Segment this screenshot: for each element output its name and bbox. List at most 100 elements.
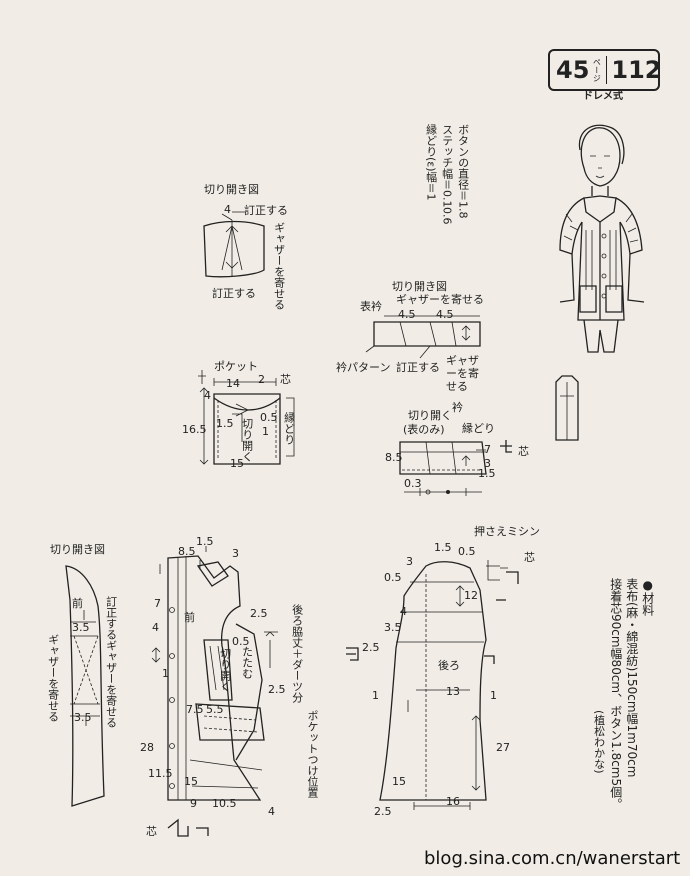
front-piece-diagram (152, 546, 278, 836)
label-back-n05: 0.5 (458, 545, 476, 558)
collar-open-diagram (366, 316, 480, 358)
label-front-n4: 4 (152, 621, 159, 634)
label-gather: ギャザーを寄せる (272, 222, 286, 310)
page-suffix: ページ (592, 58, 602, 82)
label-collar-binding: 縁どり (462, 422, 495, 435)
label-back-n12: 12 (464, 589, 478, 602)
label-pocket-n15b: 15 (230, 457, 244, 470)
label-pocket-fabric: 芯 (280, 373, 291, 386)
label-collar-n3: 3 (484, 457, 491, 470)
label-front-n115: 11.5 (148, 767, 173, 780)
materials-line1: 表布(麻・綿混紡)150cm幅1m70cm (624, 578, 639, 778)
label-front-n85: 8.5 (178, 545, 196, 558)
label-collar-n7: 7 (484, 443, 491, 456)
label-front-open-gather2: ギャザーを寄せる (46, 634, 60, 722)
label-open-diagram-3: 切り開き図 (50, 543, 105, 556)
label-back-n1: 1 (372, 689, 379, 702)
label-omote-eri: 表衿 (360, 300, 382, 313)
spec-binding-width: 縁どり(ε)幅＝1 (424, 124, 438, 201)
label-collar-correct: 訂正する (396, 361, 440, 374)
label-back-n25: 2.5 (362, 641, 380, 654)
label-pocket-n165: 16.5 (182, 423, 207, 436)
label-pocket-n2: 2 (258, 373, 265, 386)
label-back-n25b: 2.5 (374, 805, 392, 818)
model-illustration (556, 125, 644, 440)
label-collar-n45b: 4.5 (436, 308, 454, 321)
label-back-dart: 後ろ脇丈＋ダーツ分 (290, 604, 304, 703)
label-pocket-n4: 4 (204, 389, 211, 402)
spec-stitch-width-2: 0.6 (440, 207, 454, 225)
label-pocket-n1: 1 (262, 425, 269, 438)
label-back-n35: 3.5 (384, 621, 402, 634)
label-front-n3: 3 (232, 547, 239, 560)
label-pocket-n15: 1.5 (216, 417, 234, 430)
label-collar: 衿 (452, 401, 463, 414)
label-collar-gather: ギャザーを寄せる (396, 293, 484, 306)
front-open-diagram (66, 566, 104, 806)
label-back-fabric: 芯 (524, 551, 535, 564)
label-pocket-n14: 14 (226, 377, 240, 390)
label-back-n05-side: 0.5 (384, 571, 402, 584)
label-pocket-position: ポケットつけ位置 (306, 710, 319, 798)
label-open-diagram-1: 切り開き図 (204, 183, 259, 196)
label-front-n25: 2.5 (250, 607, 268, 620)
label-pocket-cut-open: 切り開く (240, 418, 254, 462)
spec-button-diameter: ボタンの直径＝1.8 (456, 124, 470, 219)
label-front-n15b: 15 (184, 775, 198, 788)
label-front-n7: 7 (154, 597, 161, 610)
materials-line2: 接着芯90cm幅80cm、ボタン1.8cm5個。 (608, 578, 623, 811)
label-front-n75: 7.5 (186, 703, 204, 716)
label-pocket-n05: 0.5 (260, 411, 278, 424)
label-collar-omote-only: (表のみ) (403, 423, 445, 436)
materials-head: ●材料 (640, 578, 655, 616)
label-eri-pattern: 衿パターン (336, 361, 391, 374)
label-front-n25b: 2.5 (268, 683, 286, 696)
label-back-n1b: 1 (490, 689, 497, 702)
pattern-number: 112 (606, 56, 662, 84)
watermark: blog.sina.com.cn/wanerstart (424, 848, 681, 869)
label-front-fabric: 芯 (146, 825, 157, 838)
label-back-n13: 13 (446, 685, 460, 698)
label-front-n28: 28 (140, 741, 154, 754)
page-number: 45 (556, 56, 590, 84)
materials-credit: (植松わかな) (592, 710, 606, 774)
label-front-open-mae: 前 (72, 597, 83, 610)
label-ushiro: 後ろ (438, 659, 460, 672)
label-front-n1: 1 (162, 667, 169, 680)
label-pocket: ポケット (214, 360, 258, 373)
label-front-n15: 1.5 (196, 535, 214, 548)
label-pocket-binding: 縁どり (282, 412, 296, 445)
label-collar-n03: 0.3 (404, 477, 422, 490)
label-front-open-n35a: 3.5 (72, 621, 90, 634)
label-front-n4b: 4 (268, 805, 275, 818)
label-correct-bottom: 訂正する (212, 287, 256, 300)
label-front-n105: 10.5 (212, 797, 237, 810)
pattern-style: ドレメ式 (583, 91, 623, 102)
label-open-diagram-2: 切り開き図 (392, 280, 447, 293)
spec-stitch-width: ステッチ幅＝0.1 (440, 124, 454, 208)
label-collar-n45a: 4.5 (398, 308, 416, 321)
label-correct-top: 訂正する (244, 204, 288, 217)
label-back-n15: 1.5 (434, 541, 452, 554)
label-front-open-correct: 訂正する (104, 596, 118, 640)
collar-diagram (400, 440, 512, 496)
label-back-n4: 4 (400, 605, 407, 618)
back-piece-diagram (346, 560, 518, 810)
label-front-open-n35b: 3.5 (74, 711, 92, 724)
label-front-open-gather: ギャザーを寄せる (104, 640, 118, 728)
label-front-cut-open: 切り開く (218, 648, 232, 692)
label-back-n27: 27 (496, 741, 510, 754)
pocket-diagram (198, 370, 294, 464)
label-front-mae: 前 (184, 611, 195, 624)
sleeve-open-diagram (204, 212, 264, 277)
label-back-n16: 16 (446, 795, 460, 808)
label-press-stitch: 押さえミシン (474, 525, 540, 538)
label-collar-cut-open: 切り開く (408, 409, 452, 422)
label-collar-n15: 1.5 (478, 467, 496, 480)
label-front-n9: 9 (190, 797, 197, 810)
page-badge: 45 ページ 112 (548, 49, 662, 91)
label-collar-gather2: ギャザーを寄せる (446, 354, 479, 394)
label-n4: 4 (224, 203, 231, 216)
label-front-tatamu: たたむ (240, 646, 254, 679)
